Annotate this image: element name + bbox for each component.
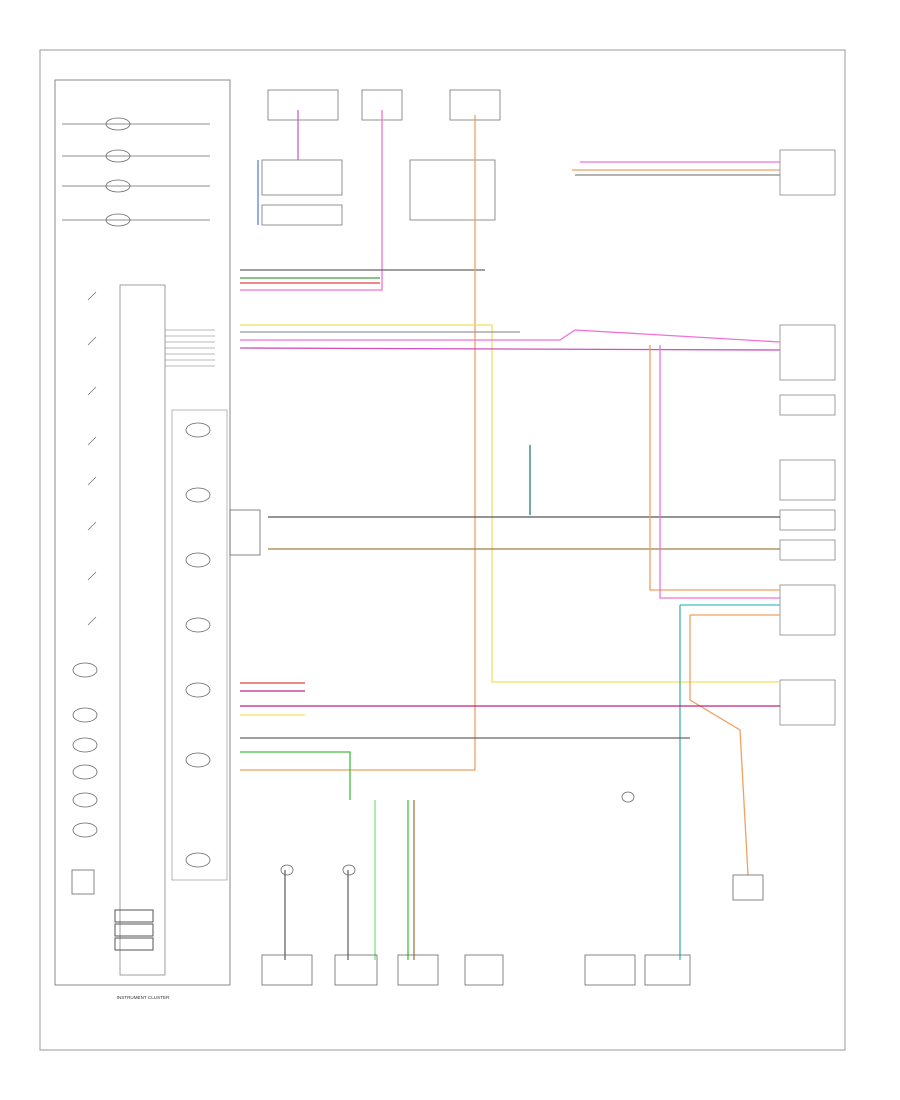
odometer-block-2 — [114, 923, 154, 937]
wire-orange-down — [689, 615, 749, 876]
left-lamps — [71, 662, 98, 895]
cluster-right-lamps-box — [171, 409, 228, 881]
wires — [239, 110, 781, 960]
odometer-block-3 — [114, 937, 154, 951]
wire-pink-fuse — [240, 110, 383, 291]
diagram-frame — [39, 49, 846, 1051]
left-switches — [87, 291, 97, 626]
odometer-block — [114, 909, 154, 923]
wire-magenta-mid — [239, 347, 781, 351]
wire-yellow — [240, 324, 780, 683]
top-lamps — [62, 117, 210, 227]
wire-orange-right — [649, 345, 780, 591]
wire-green-low — [240, 751, 351, 800]
right-modules — [779, 149, 836, 726]
wire-pink-mid — [240, 329, 781, 343]
wire-orange-vertical — [240, 115, 476, 771]
cluster-module-box — [119, 284, 166, 976]
cluster-bus-lines — [165, 329, 215, 367]
right-lamps — [185, 422, 211, 868]
instrument-cluster-label: INSTRUMENT CLUSTER — [117, 995, 170, 1000]
bottom-components — [229, 509, 764, 986]
instrument-cluster-box — [54, 79, 231, 986]
wire-pink-right — [659, 345, 780, 599]
